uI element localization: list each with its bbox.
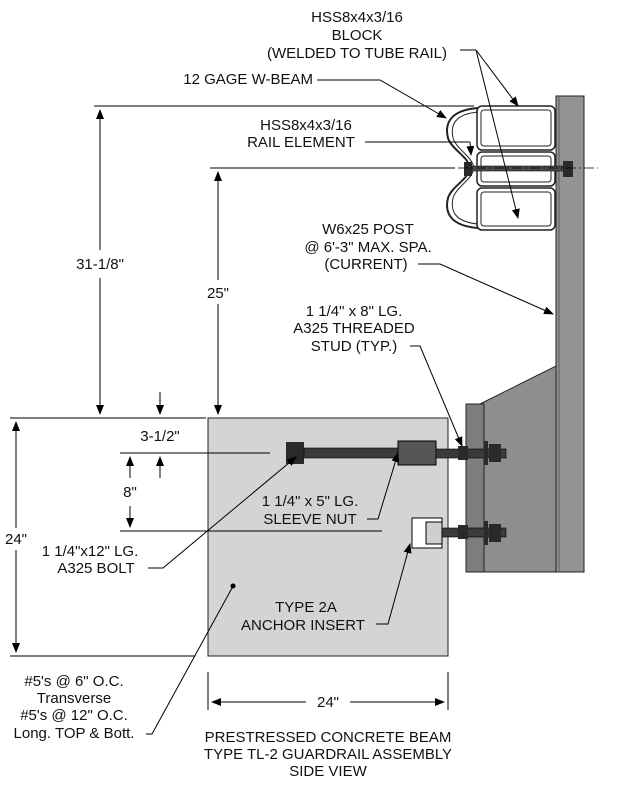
block-label-3: (WELDED TO TUBE RAIL): [267, 45, 447, 62]
leader-line: [475, 49, 520, 219]
upper-bolt-head: [286, 442, 304, 464]
lower-nut: [489, 524, 501, 542]
upper-washer: [484, 441, 488, 465]
sleeve-label-2: SLEEVE NUT: [263, 511, 356, 528]
sleeve-label-1: 1 1/4" x 5" LG.: [262, 493, 359, 510]
rail-bolt-shank: [471, 165, 565, 172]
anchor-insert-body: [425, 521, 443, 545]
post-label-1: W6x25 POST: [322, 221, 414, 238]
upper-stud: [435, 448, 507, 459]
dim-bolt-spacing: 8": [123, 484, 137, 501]
rail-label-1: HSS8x4x3/16: [260, 117, 352, 134]
stud-label-2: A325 THREADED: [293, 320, 415, 337]
rail-bolt-head: [464, 162, 472, 176]
insert-label-1: TYPE 2A: [275, 599, 337, 616]
w-beam-label: 12 GAGE W-BEAM: [183, 71, 313, 88]
dim-top-offset: 3-1/2": [140, 428, 180, 445]
rebar-label-4: Long. TOP & Bott.: [14, 725, 135, 742]
leader-line: [367, 452, 400, 520]
caption-line-1: PRESTRESSED CONCRETE BEAM: [205, 729, 452, 746]
bolt-label-1: 1 1/4"x12" LG.: [42, 543, 139, 560]
lower-washer: [484, 521, 488, 545]
dim-beam-depth: 24": [5, 531, 27, 548]
rebar-dot: [230, 583, 236, 589]
leader-line: [418, 263, 554, 315]
leader-line: [466, 141, 475, 156]
rebar-label-2: Transverse: [37, 690, 111, 707]
lower-stud-inside: [458, 525, 468, 539]
dim-rail-height: 25": [207, 285, 229, 302]
rebar-label-3: #5's @ 12" O.C.: [20, 707, 128, 724]
dim-beam-width: 24": [317, 694, 339, 711]
block-label-1: HSS8x4x3/16: [311, 9, 403, 26]
leader-line: [317, 79, 447, 119]
bolt-label-2: A325 BOLT: [57, 560, 134, 577]
leader-line: [410, 345, 463, 447]
insert-label-2: ANCHOR INSERT: [241, 617, 365, 634]
lower-stud: [441, 527, 507, 538]
upper-stud-inside: [458, 446, 468, 460]
stud-label-1: 1 1/4" x 8" LG.: [306, 303, 403, 320]
hss-block-top-inner: [480, 109, 552, 147]
upper-bolt-shank: [303, 447, 401, 459]
caption-line-2: TYPE TL-2 GUARDRAIL ASSEMBLY: [204, 746, 452, 763]
upper-nut: [489, 444, 501, 462]
rail-bolt-nut: [563, 161, 573, 177]
dim-overall-height: 31-1/8": [76, 256, 124, 273]
caption-line-3: SIDE VIEW: [289, 763, 367, 780]
base-plate: [465, 403, 485, 573]
block-label-2: BLOCK: [332, 27, 383, 44]
leader-line: [376, 543, 412, 625]
post-label-3: (CURRENT): [324, 256, 407, 273]
leader-line: [146, 587, 233, 735]
sleeve-nut: [397, 440, 437, 466]
post-label-2: @ 6'-3" MAX. SPA.: [304, 239, 431, 256]
rebar-label-1: #5's @ 6" O.C.: [24, 673, 123, 690]
stud-label-3: STUD (TYP.): [311, 338, 397, 355]
rail-label-2: RAIL ELEMENT: [247, 134, 355, 151]
hss-block-top: [476, 105, 556, 151]
leader-line: [475, 49, 519, 107]
leader-line: [148, 456, 297, 569]
hss-block-bottom-inner: [480, 191, 552, 227]
